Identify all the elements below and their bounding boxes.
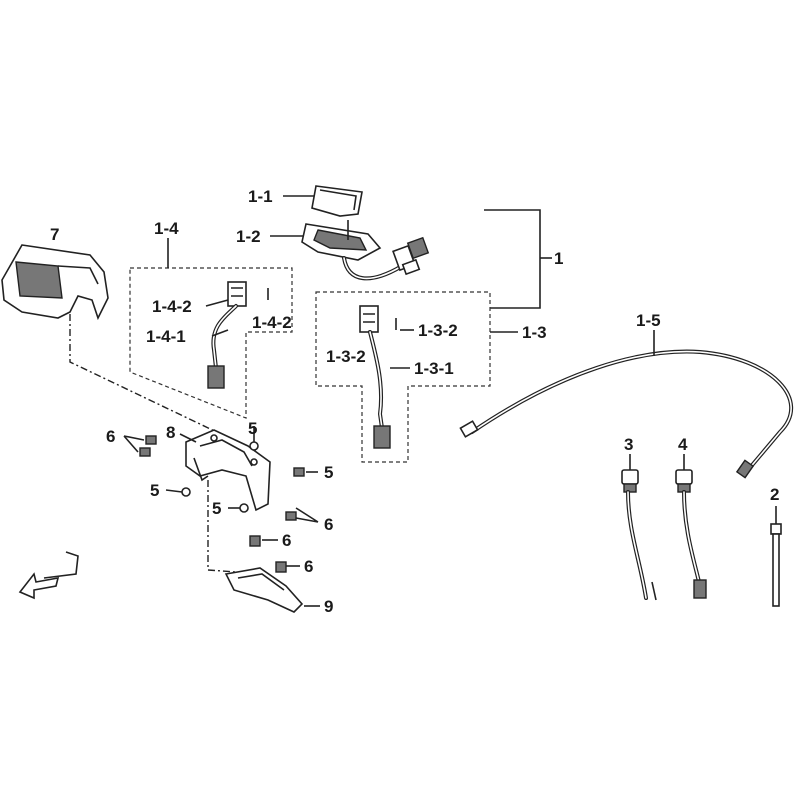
label-6b: 6 bbox=[324, 515, 333, 534]
label-1: 1 bbox=[554, 249, 563, 268]
label-6c: 6 bbox=[282, 531, 291, 550]
label-2: 2 bbox=[770, 485, 779, 504]
label-1-4-2a: 1-4-2 bbox=[152, 297, 192, 316]
centerline-cover bbox=[69, 314, 247, 447]
label-1-1: 1-1 bbox=[248, 187, 273, 206]
leader-1-4-1 bbox=[211, 329, 229, 337]
front-direction-arrow-icon bbox=[18, 551, 79, 600]
label-1-2: 1-2 bbox=[236, 227, 261, 246]
cable-tie-2 bbox=[770, 506, 782, 607]
leader-6a bbox=[123, 435, 145, 453]
meter-lens bbox=[311, 185, 363, 217]
label-4: 4 bbox=[678, 435, 688, 454]
label-5b: 5 bbox=[324, 463, 333, 482]
lamp-4 bbox=[675, 454, 707, 599]
label-6a: 6 bbox=[106, 427, 115, 446]
bracket-9 bbox=[224, 567, 304, 613]
label-1-3: 1-3 bbox=[522, 323, 547, 342]
label-5a: 5 bbox=[248, 419, 257, 438]
bracket-1 bbox=[484, 209, 541, 309]
label-5c: 5 bbox=[150, 481, 159, 500]
meter-cover bbox=[1, 244, 109, 321]
meter-harness bbox=[342, 236, 430, 281]
label-1-3-2a: 1-3-2 bbox=[418, 321, 458, 340]
harness-1-4 bbox=[207, 281, 269, 389]
label-7: 7 bbox=[50, 225, 59, 244]
label-1-4-1: 1-4-1 bbox=[146, 327, 186, 346]
label-9: 9 bbox=[324, 597, 333, 616]
leader-8 bbox=[179, 433, 197, 443]
leader-1-4-2a bbox=[205, 299, 229, 307]
label-5d: 5 bbox=[212, 499, 221, 518]
label-1-4: 1-4 bbox=[154, 219, 179, 238]
bracket-8 bbox=[185, 429, 271, 512]
leader-6b bbox=[295, 507, 319, 523]
centerline-bracket bbox=[207, 480, 237, 573]
harness-1-3 bbox=[359, 305, 397, 449]
box-1-3 bbox=[315, 291, 491, 463]
label-1-3-2b: 1-3-2 bbox=[326, 347, 366, 366]
label-1-3-1: 1-3-1 bbox=[414, 359, 454, 378]
label-6d: 6 bbox=[304, 557, 313, 576]
label-1-4-2b: 1-4-2 bbox=[252, 313, 292, 332]
speedometer-cable bbox=[459, 349, 794, 479]
leader-5c bbox=[165, 489, 183, 493]
label-8: 8 bbox=[166, 423, 175, 442]
lamp-3 bbox=[621, 454, 657, 601]
meter-body bbox=[301, 220, 382, 261]
box-1-4 bbox=[129, 267, 293, 419]
label-1-5: 1-5 bbox=[636, 311, 661, 330]
label-3: 3 bbox=[624, 435, 633, 454]
